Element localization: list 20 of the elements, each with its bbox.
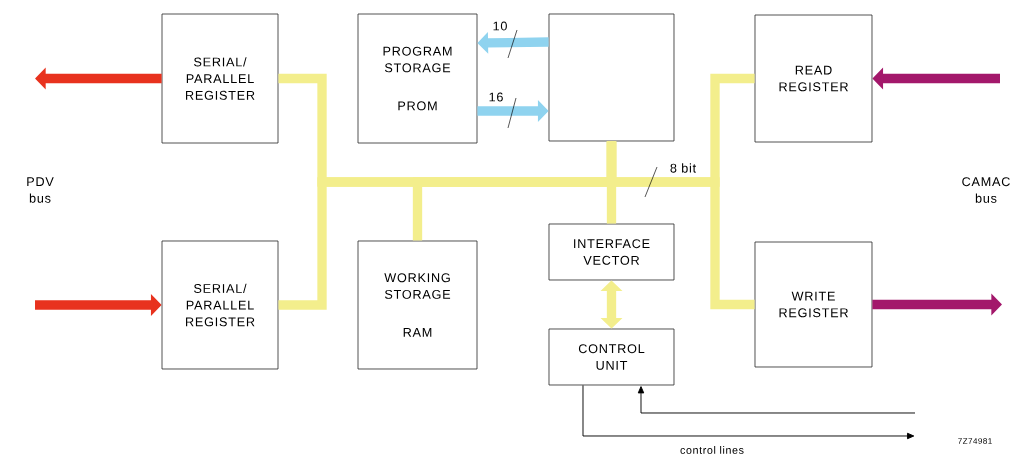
bus-label: PDV bus bbox=[27, 177, 54, 203]
data-arrow bbox=[600, 280, 623, 329]
control-line bbox=[637, 386, 916, 414]
edge-label: 8 bit bbox=[668, 162, 698, 174]
figure-number: 7Z74981 bbox=[958, 438, 992, 444]
edge-label: control lines bbox=[678, 444, 746, 456]
bus-label: CAMAC bus bbox=[962, 177, 1010, 203]
memory-box: PROGRAM STORAGE PROM bbox=[357, 13, 478, 144]
register-box: SERIAL/ PARALLEL REGISTER bbox=[161, 13, 279, 144]
control-box: CONTROL UNIT bbox=[548, 328, 675, 386]
edge-label: 10 bbox=[491, 20, 509, 32]
processor-box bbox=[548, 13, 675, 142]
register-box: READ REGISTER bbox=[754, 14, 873, 143]
memory-box: WORKING STORAGE RAM bbox=[357, 240, 478, 370]
edge-label: 16 bbox=[487, 91, 505, 103]
register-box: SERIAL/ PARALLEL REGISTER bbox=[161, 240, 279, 370]
control-line bbox=[582, 384, 915, 440]
interface-box: INTERFACE VECTOR bbox=[548, 223, 675, 281]
bus-line bbox=[606, 141, 755, 310]
register-box: WRITE REGISTER bbox=[754, 241, 873, 368]
